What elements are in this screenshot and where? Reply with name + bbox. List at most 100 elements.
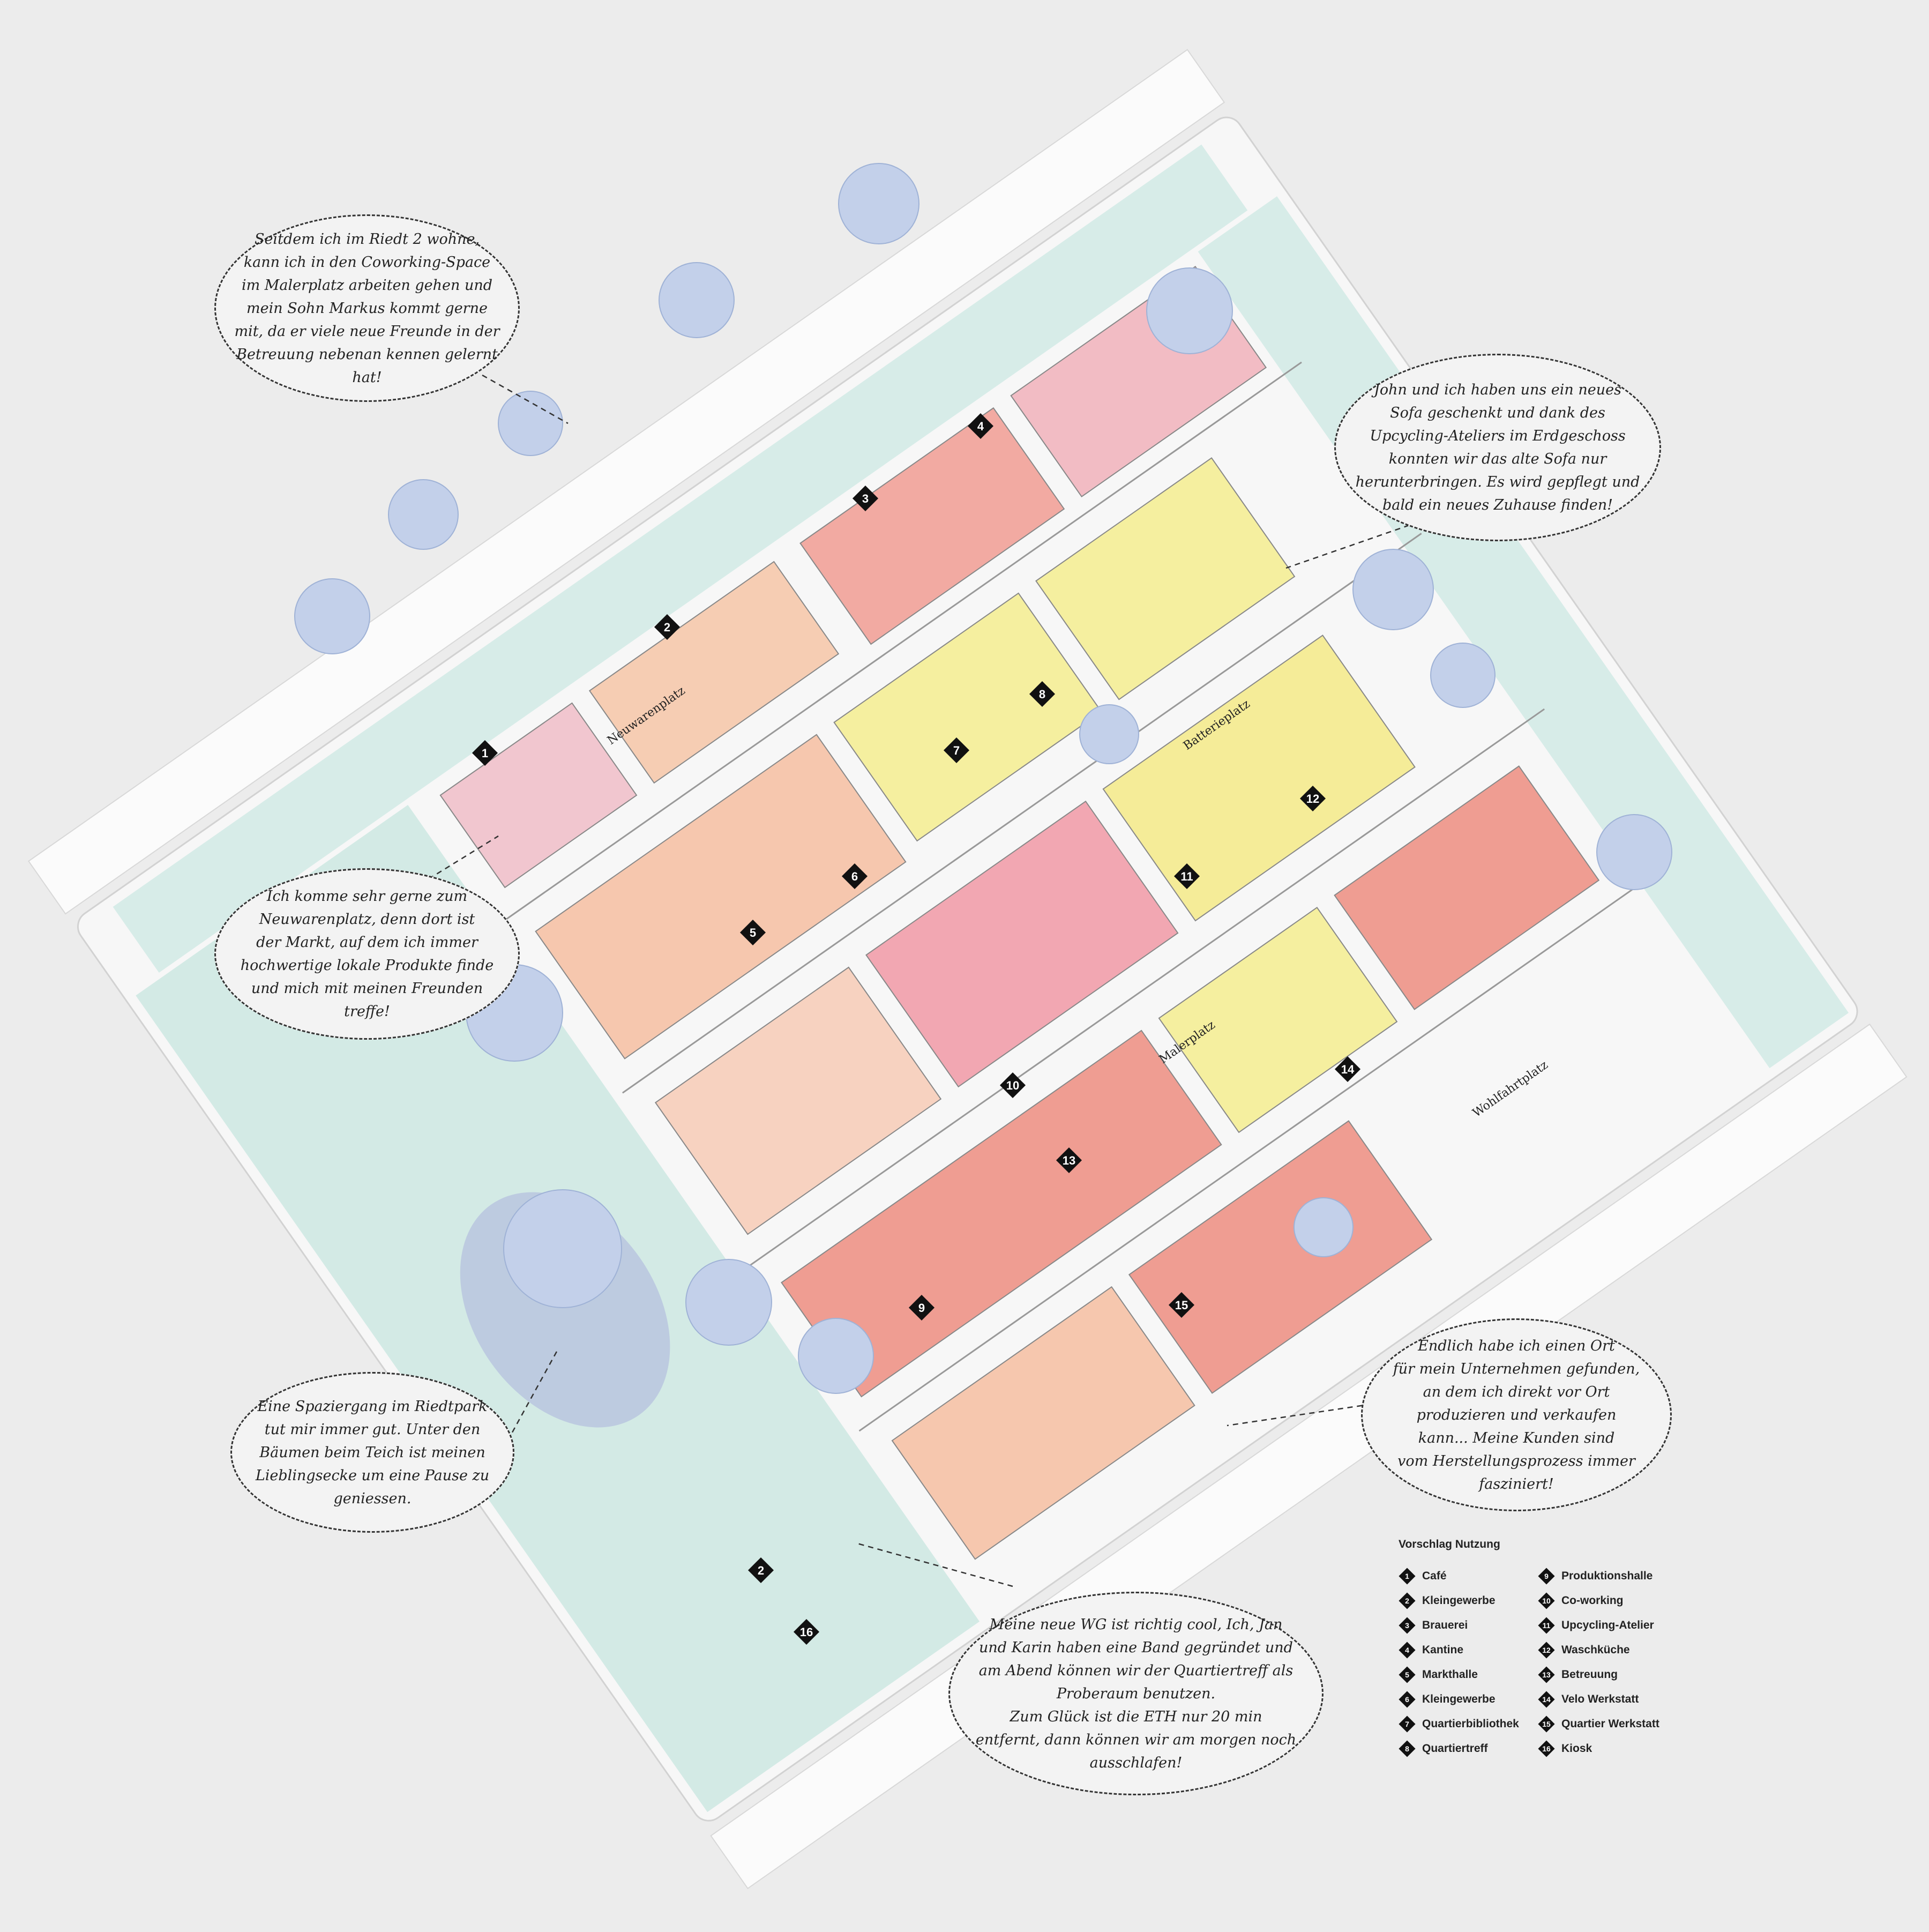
- svg-text:10: 10: [1006, 1079, 1019, 1092]
- legend-item: 10 Co-working: [1538, 1588, 1659, 1613]
- legend-label: Kleingewerbe: [1422, 1693, 1496, 1705]
- legend-number-badge: 2: [1399, 1592, 1416, 1609]
- callout-market: Ich komme sehr gerne zum Neuwarenplatz, …: [214, 868, 520, 1040]
- legend-number-badge: 15: [1538, 1715, 1555, 1733]
- programme-badge: 16: [793, 1618, 820, 1645]
- legend-label: Betreuung: [1561, 1668, 1618, 1681]
- callout-leaders: [428, 374, 1410, 1587]
- legend-label: Produktionshalle: [1561, 1570, 1653, 1582]
- legend-label: Markthalle: [1422, 1668, 1478, 1681]
- svg-text:5: 5: [750, 926, 756, 939]
- callout-wg: Meine neue WG ist richtig cool, Ich, Jan…: [948, 1592, 1324, 1795]
- svg-text:2: 2: [758, 1564, 764, 1577]
- callout-wg-text: Meine neue WG ist richtig cool, Ich, Jan…: [975, 1616, 1297, 1771]
- callout-riedt-text: Seitdem ich im Riedt 2 wohne, kann ich i…: [234, 230, 500, 386]
- legend-label: Upcycling-Atelier: [1561, 1619, 1654, 1631]
- legend-label: Waschküche: [1561, 1644, 1630, 1656]
- green-strip-north: [113, 144, 1248, 973]
- legend-label: Velo Werkstatt: [1561, 1693, 1639, 1705]
- svg-text:8: 8: [1039, 688, 1045, 701]
- programme-badge: 2: [747, 1557, 774, 1584]
- legend-item: 5 Markthalle: [1399, 1662, 1519, 1687]
- svg-text:9: 9: [918, 1301, 925, 1315]
- legend-item: 1 Café: [1399, 1564, 1519, 1588]
- legend-label: Café: [1422, 1570, 1447, 1582]
- legend-number-badge: 7: [1399, 1715, 1416, 1733]
- building-row-2: [535, 457, 1296, 1060]
- legend-item: 16 Kiosk: [1538, 1736, 1659, 1761]
- legend-number-badge: 16: [1538, 1740, 1555, 1757]
- programme-badge: 11: [1173, 863, 1200, 890]
- legend-number-badge: 11: [1538, 1617, 1555, 1634]
- svg-text:15: 15: [1175, 1299, 1188, 1312]
- programme-badge: 15: [1168, 1292, 1195, 1318]
- legend-number-badge: 1: [1399, 1568, 1416, 1585]
- callout-market-text: Ich komme sehr gerne zum Neuwarenplatz, …: [240, 888, 494, 1020]
- callout-business: Endlich habe ich einen Ort für mein Unte…: [1361, 1318, 1672, 1511]
- legend-number-badge: 8: [1399, 1740, 1416, 1757]
- legend-number-badge: 4: [1399, 1642, 1416, 1659]
- callout-park-text: Eine Spaziergang im Riedtpark tut mir im…: [255, 1398, 490, 1507]
- legend-item: 6 Kleingewerbe: [1399, 1687, 1519, 1712]
- legend-label: Quartierbibliothek: [1422, 1718, 1519, 1730]
- svg-text:11: 11: [1180, 870, 1193, 883]
- legend-item: 14 Velo Werkstatt: [1538, 1687, 1659, 1712]
- legend-number-badge: 12: [1538, 1642, 1555, 1659]
- legend-column-right: 9 Produktionshalle 10 Co-working 11 Upcycling…: [1538, 1564, 1659, 1761]
- programme-badge: 13: [1056, 1147, 1082, 1174]
- legend-item: 15 Quartier Werkstatt: [1538, 1712, 1659, 1736]
- programme-badge: 14: [1334, 1056, 1361, 1083]
- programme-badge: 12: [1299, 785, 1326, 812]
- building-row-3: [654, 635, 1416, 1235]
- programme-badge: 10: [999, 1072, 1026, 1099]
- svg-text:1: 1: [482, 747, 488, 760]
- legend-number-badge: 13: [1538, 1666, 1555, 1683]
- legend-label: Kleingewerbe: [1422, 1594, 1496, 1607]
- legend-item: 8 Quartiertreff: [1399, 1736, 1519, 1761]
- legend-number-badge: 10: [1538, 1592, 1555, 1609]
- svg-text:6: 6: [851, 870, 858, 883]
- callout-park: Eine Spaziergang im Riedtpark tut mir im…: [230, 1372, 514, 1533]
- legend-label: Quartiertreff: [1422, 1742, 1488, 1755]
- svg-text:7: 7: [953, 744, 960, 757]
- programme-badge: 9: [908, 1294, 935, 1321]
- legend-item: 2 Kleingewerbe: [1399, 1588, 1519, 1613]
- building-row-4: [781, 765, 1600, 1398]
- svg-text:12: 12: [1306, 792, 1319, 805]
- legend-number-badge: 9: [1538, 1568, 1555, 1585]
- legend-number-badge: 14: [1538, 1691, 1555, 1708]
- legend-item: 9 Produktionshalle: [1538, 1564, 1659, 1588]
- legend-label: Kiosk: [1561, 1742, 1592, 1755]
- road-north: [27, 49, 1225, 915]
- legend-item: 7 Quartierbibliothek: [1399, 1712, 1519, 1736]
- svg-text:2: 2: [664, 621, 670, 634]
- legend-item: 13 Betreuung: [1538, 1662, 1659, 1687]
- legend-label: Quartier Werkstatt: [1561, 1718, 1659, 1730]
- svg-text:4: 4: [977, 420, 984, 433]
- trees: [294, 163, 1672, 1394]
- svg-text:13: 13: [1063, 1154, 1075, 1167]
- legend-number-badge: 3: [1399, 1617, 1416, 1634]
- callout-riedt: Seitdem ich im Riedt 2 wohne, kann ich i…: [214, 214, 520, 402]
- legend-item: 4 Kantine: [1399, 1638, 1519, 1662]
- building-row-5: [891, 1120, 1433, 1560]
- callout-sofa-text: John und ich haben uns ein neues Sofa ge…: [1355, 382, 1640, 513]
- legend-item: 3 Brauerei: [1399, 1613, 1519, 1638]
- legend-item: 11 Upcycling-Atelier: [1538, 1613, 1659, 1638]
- legend-label: Brauerei: [1422, 1619, 1468, 1631]
- legend-label: Kantine: [1422, 1644, 1464, 1656]
- callout-business-text: Endlich habe ich einen Ort für mein Unte…: [1393, 1337, 1640, 1493]
- callout-sofa: John und ich haben uns ein neues Sofa ge…: [1334, 354, 1661, 541]
- svg-text:14: 14: [1341, 1063, 1355, 1076]
- svg-text:3: 3: [862, 492, 869, 505]
- arcade-lines: [502, 361, 1659, 1432]
- legend-label: Co-working: [1561, 1594, 1624, 1607]
- legend-title: Vorschlag Nutzung: [1399, 1538, 1500, 1550]
- legend-number-badge: 5: [1399, 1666, 1416, 1683]
- svg-text:16: 16: [800, 1625, 813, 1639]
- legend-item: 12 Waschküche: [1538, 1638, 1659, 1662]
- legend-number-badge: 6: [1399, 1691, 1416, 1708]
